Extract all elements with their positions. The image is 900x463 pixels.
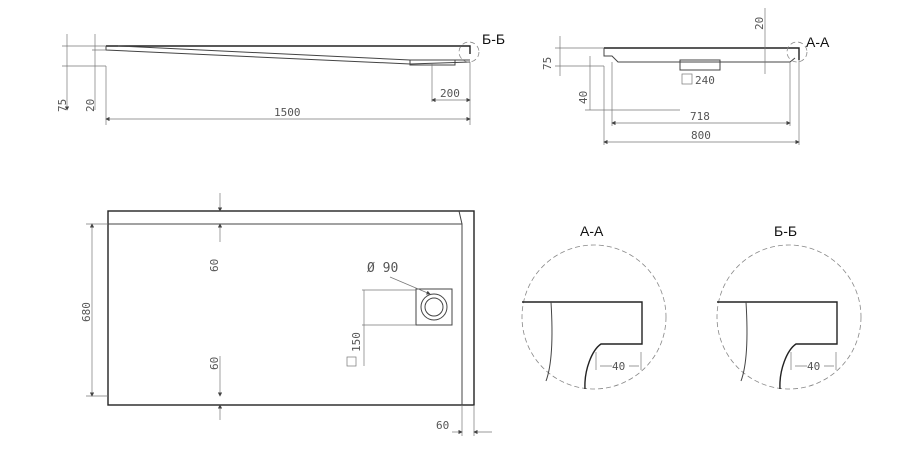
plan-drain-circle — [420, 293, 448, 321]
dim-end-75: 75 — [541, 57, 554, 70]
dim-side-75: 75 — [56, 99, 69, 112]
detail-bb-title: Б-Б — [774, 223, 797, 239]
side-tray-top-edge — [106, 45, 471, 54]
dim-end-20: 20 — [753, 17, 766, 30]
dim-side-1500: 1500 — [274, 106, 301, 119]
dim-detail-aa-40: 40 — [612, 360, 625, 373]
end-view: А-А 20 75 40 240 718 800 — [541, 8, 830, 145]
dim-end-240: 240 — [695, 74, 715, 87]
plan-tray-outer — [107, 210, 475, 406]
detail-aa-circle — [521, 244, 667, 390]
dim-detail-bb-40: 40 — [807, 360, 820, 373]
dim-end-800: 800 — [691, 129, 711, 142]
drain-square-symbol — [681, 73, 693, 85]
dim-plan-diameter: Ø 90 — [367, 261, 398, 276]
dim-plan-60-right: 60 — [436, 419, 449, 432]
dim-side-200: 200 — [440, 87, 460, 100]
detail-marker-aa — [786, 41, 808, 63]
dim-side-20: 20 — [84, 99, 97, 112]
side-tray-slope — [117, 45, 411, 61]
detail-aa-title: А-А — [580, 223, 604, 239]
side-view: Б-Б 75 20 200 1500 — [56, 31, 505, 125]
dim-plan-60-bottom: 60 — [208, 357, 221, 370]
plan-view: Ø 90 150 680 60 60 60 — [80, 193, 492, 436]
end-tray-outline — [604, 47, 800, 60]
detail-bb-circle — [716, 244, 862, 390]
dim-end-718: 718 — [690, 110, 710, 123]
detail-marker-bb — [458, 41, 480, 63]
section-label-bb: Б-Б — [482, 31, 505, 47]
dim-plan-150: 150 — [350, 332, 363, 352]
dim-end-40: 40 — [577, 91, 590, 104]
section-label-aa: А-А — [806, 34, 830, 50]
plan-tray-inner — [108, 210, 463, 405]
dim-plan-60-top: 60 — [208, 259, 221, 272]
plan-drain-body — [415, 288, 453, 326]
square-symbol-150 — [346, 356, 357, 367]
detail-aa: А-А 40 — [521, 223, 667, 390]
detail-bb: Б-Б 40 — [716, 223, 862, 390]
dim-plan-680: 680 — [80, 302, 93, 322]
